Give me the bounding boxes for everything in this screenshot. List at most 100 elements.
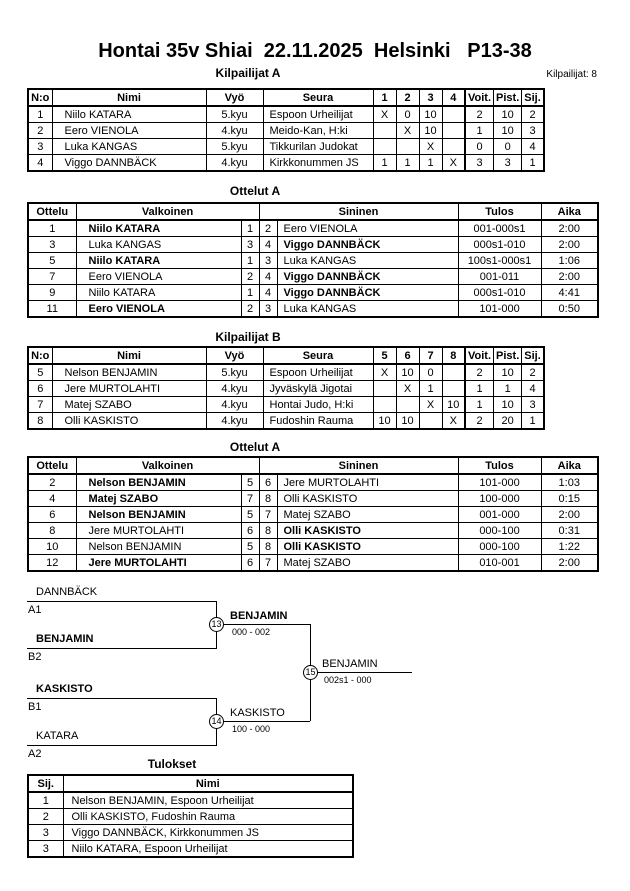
- white-seed-cell: 5: [240, 538, 260, 555]
- white-player-cell: Niilo KATARA: [75, 219, 242, 237]
- match-header-cell: Aika: [540, 456, 599, 475]
- pool-cell: 1: [521, 154, 545, 172]
- pool-header-cell: 7: [418, 346, 443, 365]
- pool-cell: [441, 138, 466, 155]
- pool-header-cell: Pist.: [493, 346, 523, 365]
- time-cell: 0:31: [540, 522, 599, 539]
- match-number-cell: 6: [27, 506, 77, 523]
- pool-header-cell: N:o: [27, 88, 53, 107]
- section-title-matches-a: Ottelut A: [229, 184, 281, 198]
- result-cell: 000-100: [457, 538, 542, 555]
- pool-cell: 3: [521, 396, 545, 413]
- time-cell: 2:00: [540, 219, 599, 237]
- blue-seed-cell: 8: [258, 538, 278, 555]
- name-cell: Nelson BENJAMIN, Espoon Urheilijat: [62, 791, 354, 809]
- pool-cell: Viggo DANNBÄCK: [51, 154, 207, 172]
- bracket-line: [223, 721, 310, 722]
- pool-cell: 10: [493, 122, 523, 139]
- bracket-match-15-circle: 15: [303, 665, 318, 680]
- place-cell: 1: [27, 791, 64, 809]
- pool-cell: 1: [521, 412, 545, 430]
- pool-cell: [441, 105, 466, 123]
- match-number-cell: 10: [27, 538, 77, 555]
- pool-header-cell: Seura: [262, 88, 374, 107]
- match-header-cell: Valkoinen: [75, 456, 260, 475]
- blue-player-cell: Jere MURTOLAHTI: [276, 473, 459, 491]
- pool-cell: 10: [493, 396, 523, 413]
- place-cell: 2: [27, 808, 64, 825]
- result-cell: 000-100: [457, 522, 542, 539]
- pool-cell: 3: [464, 154, 495, 172]
- white-player-cell: Eero VIENOLA: [75, 268, 242, 285]
- pool-cell: Olli KASKISTO: [51, 412, 207, 430]
- pool-cell: 4: [27, 154, 53, 172]
- pool-cell: 3: [521, 122, 545, 139]
- match-header-cell: Sininen: [258, 456, 459, 475]
- pool-header-cell: N:o: [27, 346, 53, 365]
- white-player-cell: Luka KANGAS: [75, 236, 242, 253]
- pool-cell: 0: [418, 363, 443, 381]
- pool-header-cell: 4: [441, 88, 466, 107]
- white-player-cell: Eero VIENOLA: [75, 300, 242, 318]
- pool-cell: [395, 396, 420, 413]
- pool-cell: X: [395, 380, 420, 397]
- place-cell: 3: [27, 824, 64, 841]
- match-number-cell: 1: [27, 219, 77, 237]
- bracket-sf2-top-name: KASKISTO: [36, 683, 93, 695]
- pool-cell: 4.kyu: [205, 412, 264, 430]
- pool-header-cell: 8: [441, 346, 466, 365]
- result-cell: 101-000: [457, 300, 542, 318]
- blue-seed-cell: 8: [258, 522, 278, 539]
- section-title-matches-b: Ottelut A: [229, 440, 281, 454]
- time-cell: 2:00: [540, 268, 599, 285]
- bracket-sf1-top-name: DANNBÄCK: [36, 586, 98, 598]
- bracket-sf1-bottom-name: BENJAMIN: [36, 633, 94, 645]
- match-number-cell: 9: [27, 284, 77, 301]
- pool-header-cell: Nimi: [51, 346, 207, 365]
- pool-cell: 1: [493, 380, 523, 397]
- pool-cell: 2: [464, 363, 495, 381]
- pool-header-cell: Sij.: [521, 88, 545, 107]
- pool-cell: 2: [464, 412, 495, 430]
- pool-cell: 4.kyu: [205, 380, 264, 397]
- pool-cell: 1: [372, 154, 397, 172]
- bracket-line: [223, 624, 310, 625]
- blue-seed-cell: 2: [258, 219, 278, 237]
- time-cell: 2:00: [540, 506, 599, 523]
- result-cell: 001-011: [457, 268, 542, 285]
- time-cell: 1:03: [540, 473, 599, 491]
- results-header-cell: Sij.: [27, 774, 64, 793]
- bracket-line: [27, 648, 217, 649]
- time-cell: 4:41: [540, 284, 599, 301]
- result-cell: 100-000: [457, 490, 542, 507]
- pool-header-cell: Sij.: [521, 346, 545, 365]
- match-number-cell: 4: [27, 490, 77, 507]
- result-cell: 010-001: [457, 554, 542, 572]
- pool-cell: 10: [441, 396, 466, 413]
- pool-header-cell: Vyö: [205, 88, 264, 107]
- result-cell: 000s1-010: [457, 284, 542, 301]
- pool-cell: 10: [493, 105, 523, 123]
- blue-player-cell: Viggo DANNBÄCK: [276, 268, 459, 285]
- white-player-cell: Nelson BENJAMIN: [75, 538, 242, 555]
- bracket-final-score: 002s1 - 000: [324, 675, 372, 685]
- name-cell: Niilo KATARA, Espoon Urheilijat: [62, 840, 354, 858]
- name-cell: Viggo DANNBÄCK, Kirkkonummen JS: [62, 824, 354, 841]
- pool-cell: 10: [395, 363, 420, 381]
- pool-cell: 1: [418, 154, 443, 172]
- time-cell: 2:00: [540, 236, 599, 253]
- pool-cell: Jyväskylä Jigotai: [262, 380, 374, 397]
- time-cell: 0:15: [540, 490, 599, 507]
- bracket-line: [27, 698, 217, 699]
- pool-cell: Eero VIENOLA: [51, 122, 207, 139]
- white-player-cell: Jere MURTOLAHTI: [75, 554, 242, 572]
